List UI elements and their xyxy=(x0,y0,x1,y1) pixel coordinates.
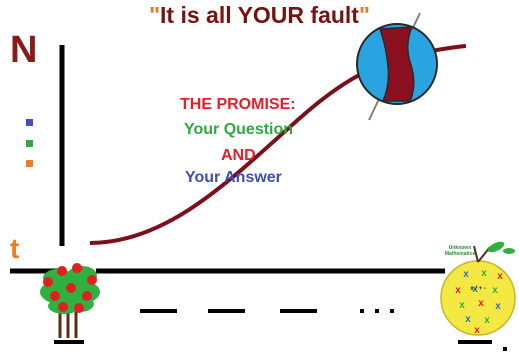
svg-text:x: x xyxy=(459,300,465,311)
y-axis-letter: N xyxy=(10,29,38,71)
svg-text:x: x xyxy=(478,298,484,309)
svg-text:x: x xyxy=(463,269,469,280)
svg-text:x: x xyxy=(484,315,490,326)
svg-text:x: x xyxy=(455,285,461,296)
page-title: "It is all YOUR fault" xyxy=(149,2,370,28)
svg-text:x: x xyxy=(492,285,498,296)
svg-text:x: x xyxy=(465,314,471,325)
promise-question: Your Question xyxy=(184,121,294,138)
promise-and: AND xyxy=(221,147,256,164)
svg-text:x: x xyxy=(472,284,478,295)
time-dashes xyxy=(140,309,507,351)
svg-text:x: x xyxy=(474,325,480,336)
globe-icon xyxy=(356,12,438,121)
ball-label-line1: Unknown xyxy=(448,245,472,251)
x-marks-icon: x x x x x x x x x x x x xyxy=(455,268,503,336)
promise-answer: Your Answer xyxy=(185,169,282,186)
orange-dot xyxy=(26,160,33,167)
green-dot xyxy=(26,140,33,147)
apple-tree-icon xyxy=(40,263,100,344)
svg-text:x: x xyxy=(495,301,501,312)
x-axis-letter: t xyxy=(10,233,20,264)
ball-ops-label: x / + - xyxy=(470,286,486,292)
svg-text:x: x xyxy=(481,268,487,279)
yellow-ball-icon xyxy=(440,241,516,336)
ball-label-line2: Mathematics xyxy=(444,251,476,257)
promise-heading: THE PROMISE: xyxy=(180,96,296,113)
svg-text:x: x xyxy=(497,271,503,282)
blue-dot xyxy=(26,119,33,126)
